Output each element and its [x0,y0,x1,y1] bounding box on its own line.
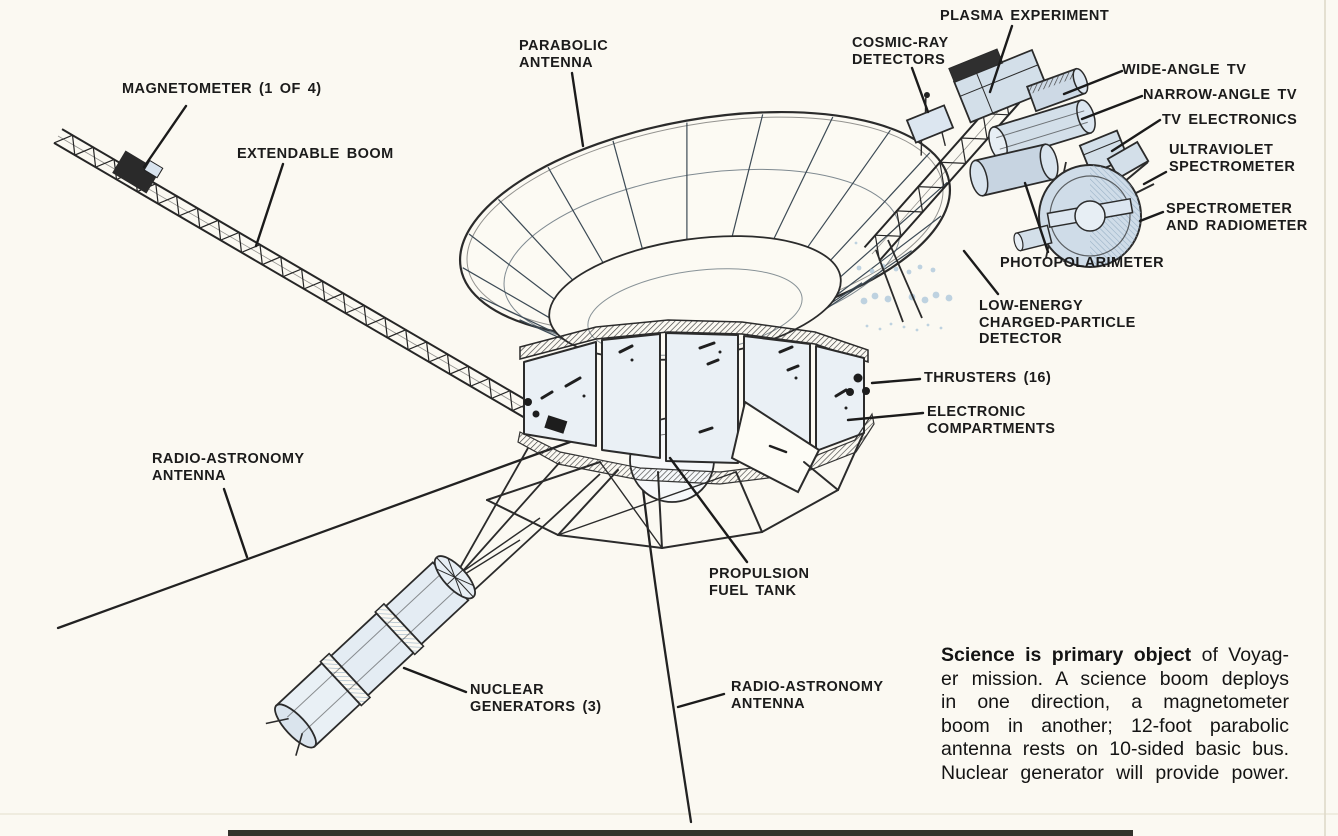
leader-low-energy [962,249,1000,296]
spectrometer-radiometer-dish [1013,161,1155,268]
label-plasma-experiment: PLASMA EXPERIMENT [940,8,1110,24]
caption-line: Science is primary object of Voyag- [941,644,1289,666]
leader-magnetometer [142,104,188,169]
leader-uv-spectrometer [1142,170,1168,186]
leader-tv-electronics [1110,118,1162,153]
rtg-boom-struts [451,447,601,595]
label-thrusters: THRUSTERS (16) [924,370,1052,386]
page-bottom-strip [228,830,1133,836]
wide-angle-tv-instrument [1025,67,1089,113]
leader-parabolic-antenna [570,71,585,148]
plasma-experiment-instrument [948,48,1050,124]
leader-propulsion [668,456,749,564]
label-magnetometer: MAGNETOMETER (1 OF 4) [122,81,322,97]
leader-plasma [988,24,1014,94]
leader-wide-angle-tv [1062,69,1124,96]
instrument-cluster [905,48,1155,268]
leader-thrusters [870,377,922,385]
label-photopolarimeter: PHOTOPOLARIMETER [1000,255,1165,271]
photopolarimeter-instrument [969,143,1059,197]
caption-block: Science is primary object of Voyag- er m… [941,644,1289,786]
label-wide-angle-tv: WIDE-ANGLE TV [1122,62,1247,78]
caption-line: antenna rests on 10-sided basic bus. [941,738,1289,761]
leader-radio-astronomy-bottom [676,692,726,709]
label-tv-electronics: TV ELECTRONICS [1162,112,1298,128]
label-narrow-angle-tv: NARROW-ANGLE TV [1143,87,1297,103]
radio-astronomy-antenna-lower-line [640,478,693,824]
leader-lines [142,24,1168,709]
caption-line: Nuclear generator will provide power. [941,761,1289,784]
leader-radio-astronomy-left [222,487,249,559]
caption-line: in one direction, a magnetometer [941,691,1289,714]
leader-nuclear-generators [402,666,468,694]
page-rule [0,813,1338,815]
label-extendable-boom: EXTENDABLE BOOM [237,146,394,162]
leader-extendable-boom [254,162,285,248]
under-bus-struts [486,431,865,549]
spacecraft-bus [517,319,875,494]
leader-spectrometer-radiometer [1138,210,1165,223]
dish-speckles [854,241,953,332]
rtg-assembly [265,447,601,756]
nuclear-generators [265,555,476,756]
leader-cosmic-ray [910,66,930,114]
bus-panels [523,332,865,464]
rtg-spoked-disc [433,555,476,600]
thrusters [524,373,870,434]
leader-narrow-angle-tv [1080,94,1144,121]
leader-electronic-compartments [846,411,925,422]
bus-surface-marks [540,341,848,434]
radio-astronomy-antenna-left-line [56,440,572,630]
caption-line: er mission. A science boom deploys [941,667,1289,690]
leader-photopolarimeter [1023,181,1050,254]
ultraviolet-spectrometer-instrument [1106,140,1150,180]
caption-line: boom in another; 12-foot parabolic [941,714,1289,737]
magnetometer-sensor [112,150,164,194]
page-edge-line [1324,0,1326,836]
